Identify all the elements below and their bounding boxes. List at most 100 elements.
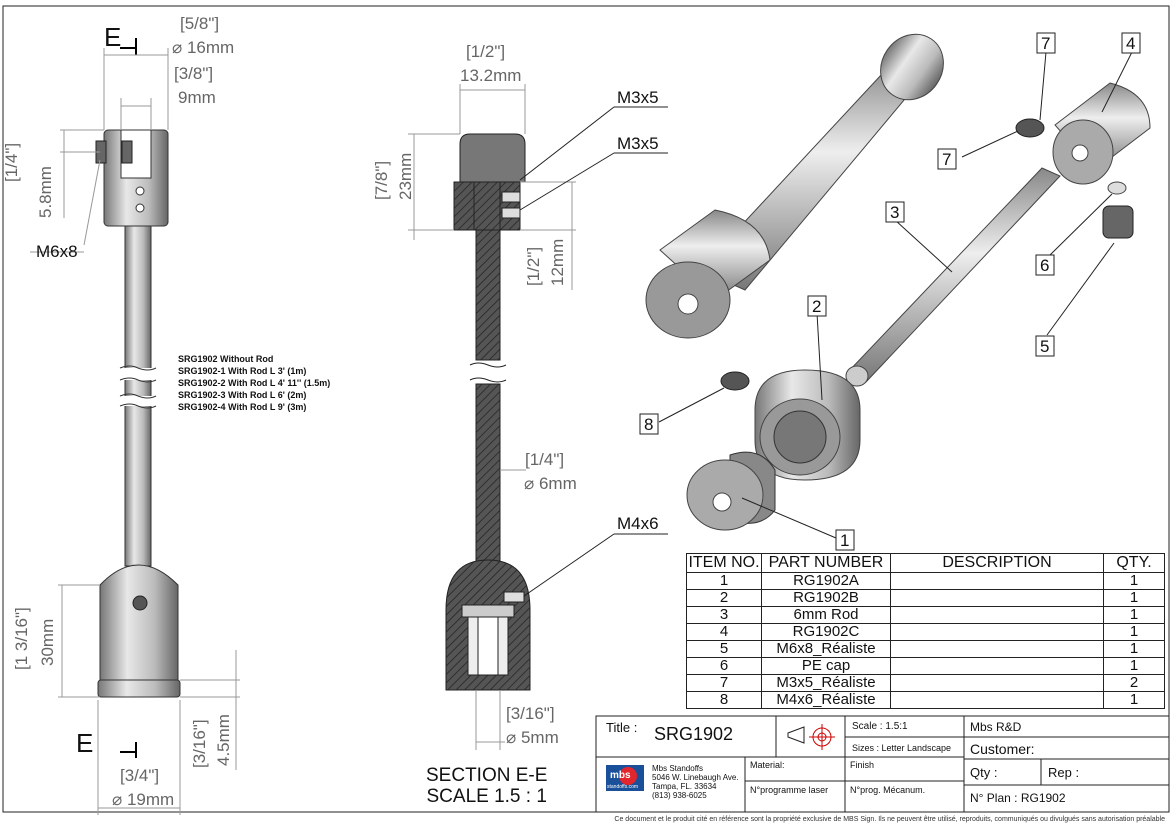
- sec-dim-mid-mm: 12mm: [548, 238, 567, 286]
- logo-subtext: standoffs.com: [607, 784, 639, 790]
- dim-base-h-in: [1 3/16"]: [12, 607, 31, 670]
- bom-desc: [890, 589, 1104, 607]
- variant-note: SRG1902-3 With Rod L 6' (2m): [178, 390, 307, 400]
- bom-header-qty: QTY.: [1103, 553, 1165, 573]
- bom-part: 6mm Rod: [761, 606, 891, 624]
- exploded-view: [639, 32, 1151, 551]
- address-line: Mbs Standoffs: [652, 764, 703, 773]
- section-title-line2: SCALE 1.5 : 1: [426, 786, 547, 807]
- dim-base-d-in: [3/4"]: [120, 766, 160, 785]
- m4-label: M4x6: [617, 514, 659, 533]
- sec-dim-bot-in: [3/16"]: [506, 704, 555, 723]
- logo-text: mbs: [610, 770, 631, 781]
- sec-dim-rod-mm: ⌀ 6mm: [524, 474, 577, 493]
- bom-header-desc: DESCRIPTION: [890, 553, 1104, 573]
- address-line: 5046 W. Linebaugh Ave.: [652, 773, 739, 782]
- sec-dim-head-mm: 23mm: [396, 152, 415, 200]
- dim-hole-mm: 5.8mm: [36, 166, 55, 218]
- sec-dim-bot-mm: ⌀ 5mm: [506, 728, 559, 747]
- copyright-footer: Ce document et le produit cité en référe…: [614, 816, 1165, 823]
- address-line: Tampa, FL. 33634: [652, 782, 717, 791]
- section-letter-top: E: [104, 22, 122, 52]
- bom-desc: [890, 674, 1104, 692]
- section-title-line1: SECTION E-E: [426, 765, 548, 786]
- company-text: Mbs R&D: [970, 720, 1022, 734]
- balloon-4: 4: [1126, 34, 1136, 53]
- finish-label: Finish: [850, 760, 875, 770]
- plan-number: N° Plan : RG1902: [970, 791, 1066, 805]
- bom-qty: 1: [1103, 691, 1165, 709]
- bom-qty: 1: [1103, 589, 1165, 607]
- mechanum-program-label: N°prog. Mécanum.: [850, 785, 926, 795]
- bom-item: 4: [686, 623, 762, 641]
- bom-part: M4x6_Réaliste: [761, 691, 891, 709]
- bom-item: 3: [686, 606, 762, 624]
- bom-qty: 1: [1103, 640, 1165, 658]
- bom-item: 1: [686, 572, 762, 590]
- bom-item: 6: [686, 657, 762, 675]
- dim-top-in: [5/8"]: [180, 14, 220, 33]
- laser-program-label: N°programme laser: [750, 785, 829, 795]
- bom-header-part: PART NUMBER: [761, 553, 891, 573]
- bom-desc: [890, 657, 1104, 675]
- qty-label: Qty :: [970, 765, 998, 780]
- bom-part: RG1902C: [761, 623, 891, 641]
- screw-label: M6x8: [36, 242, 78, 261]
- dim-top-mm: ⌀ 16mm: [172, 38, 235, 57]
- bom-qty: 1: [1103, 657, 1165, 675]
- bom-part: RG1902B: [761, 589, 891, 607]
- bom-item: 2: [686, 589, 762, 607]
- variant-notes: SRG1902 Without Rod SRG1902-1 With Rod L…: [178, 353, 330, 413]
- dim-slot-mm: 9mm: [178, 88, 216, 107]
- bom-part: M3x5_Réaliste: [761, 674, 891, 692]
- section-letter-bottom: E: [76, 728, 94, 758]
- title-value: SRG1902: [654, 724, 734, 744]
- bom-desc: [890, 572, 1104, 590]
- bom-desc: [890, 640, 1104, 658]
- variant-note: SRG1902 Without Rod: [178, 354, 274, 364]
- dim-cap-mm: 4.5mm: [214, 714, 233, 766]
- bom-qty: 1: [1103, 623, 1165, 641]
- scale-text: Scale : 1.5:1: [852, 721, 908, 732]
- company-address: Mbs Standoffs 5046 W. Linebaugh Ave. Tam…: [652, 764, 739, 800]
- bom-qty: 1: [1103, 606, 1165, 624]
- dim-slot-in: [3/8"]: [174, 64, 214, 83]
- balloon-3: 3: [890, 203, 900, 222]
- address-line: (813) 938-6025: [652, 791, 707, 800]
- balloon-6: 6: [1040, 256, 1050, 275]
- dim-base-d-mm: ⌀ 19mm: [112, 790, 175, 809]
- bom-qty: 1: [1103, 572, 1165, 590]
- variant-note: SRG1902-2 With Rod L 4' 11'' (1.5m): [178, 378, 331, 388]
- dim-base-h-mm: 30mm: [38, 618, 57, 666]
- bom-part: PE cap: [761, 657, 891, 675]
- balloon-1: 1: [840, 531, 850, 550]
- customer-label: Customer:: [970, 741, 1035, 757]
- bom-item: 5: [686, 640, 762, 658]
- bom-desc: [890, 691, 1104, 709]
- sec-dim-mid-in: [1/2"]: [524, 246, 543, 286]
- bom-header-item: ITEM NO.: [686, 553, 762, 573]
- section-view: [408, 84, 668, 750]
- balloon-2: 2: [812, 297, 822, 316]
- title-label: Title :: [606, 720, 638, 735]
- bom-item: 8: [686, 691, 762, 709]
- mbs-logo-icon: [606, 765, 644, 791]
- m3-label-a: M3x5: [617, 88, 659, 107]
- variant-note: SRG1902-4 With Rod L 9' (3m): [178, 402, 307, 412]
- rep-label: Rep :: [1048, 765, 1080, 780]
- dim-hole-in: [1/4"]: [2, 142, 21, 182]
- balloon-5: 5: [1040, 337, 1050, 356]
- balloon-7: 7: [942, 150, 952, 169]
- balloon-7: 7: [1041, 34, 1051, 53]
- sizes-text: Sizes : Letter Landscape: [852, 743, 952, 753]
- balloon-8: 8: [644, 415, 654, 434]
- section-title: SECTION E-E SCALE 1.5 : 1: [426, 765, 547, 807]
